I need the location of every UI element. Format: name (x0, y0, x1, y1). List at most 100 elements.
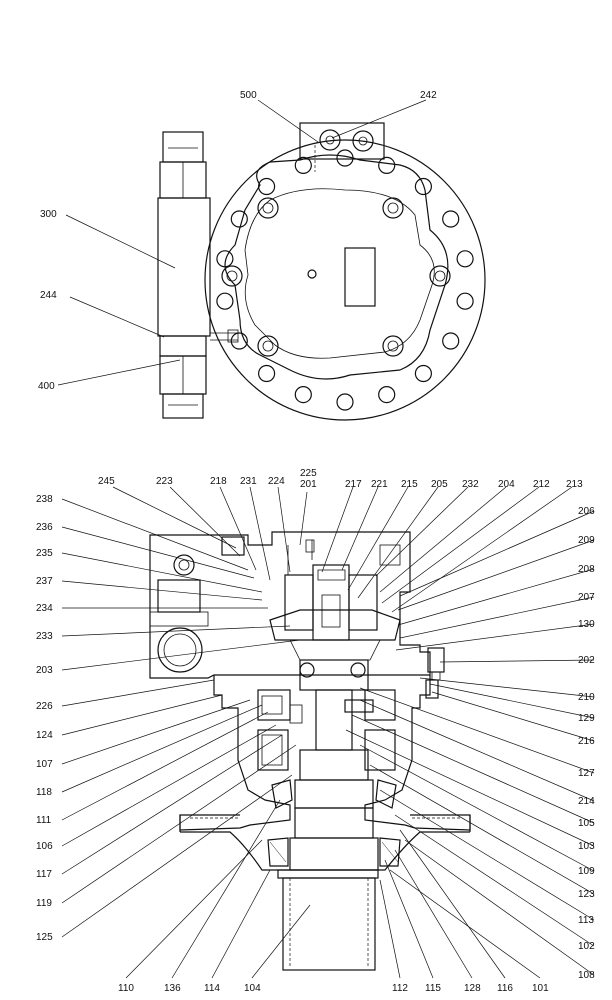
section-right-labels: 206 209 208 207 130 202 210 129 216 127 … (578, 506, 595, 981)
part-label: 105 (578, 818, 595, 829)
housing-bolt-head (387, 340, 399, 352)
section-view-leaders (61, 486, 595, 979)
part-label: 210 (578, 692, 595, 703)
part-label: 217 (345, 479, 362, 490)
part-label: 202 (578, 655, 595, 666)
part-label: 102 (578, 941, 595, 952)
part-label: 203 (36, 665, 53, 676)
part-label: 214 (578, 796, 595, 807)
part-label: 245 (98, 476, 115, 487)
part-label: 101 (532, 983, 549, 994)
part-label: 129 (578, 713, 595, 724)
part-label: 224 (268, 476, 285, 487)
part-label: 213 (566, 479, 583, 490)
part-label: 103 (578, 841, 595, 852)
part-label: 208 (578, 564, 595, 575)
part-label: 113 (578, 915, 594, 926)
part-label: 109 (578, 866, 595, 877)
part-label: 127 (578, 768, 595, 779)
part-label: 244 (40, 290, 57, 301)
part-label: 216 (578, 736, 595, 747)
part-label: 225 (300, 468, 317, 479)
part-label: 206 (578, 506, 595, 517)
part-label: 123 (578, 889, 595, 900)
flange-bolt-hole (258, 177, 276, 196)
part-label: 207 (578, 592, 595, 603)
flange-bolt-hole (336, 393, 354, 411)
housing-bolt-head (262, 202, 274, 214)
part-label: 231 (240, 476, 257, 487)
part-label: 205 (431, 479, 448, 490)
part-label: 226 (36, 701, 53, 712)
housing-bolt (382, 197, 404, 219)
part-label: 233 (36, 631, 53, 642)
part-label: 111 (36, 815, 52, 826)
part-label: 110 (118, 983, 134, 994)
part-label: 130 (578, 619, 595, 630)
part-label: 223 (156, 476, 173, 487)
flange-bolt-hole (258, 364, 276, 383)
part-label: 218 (210, 476, 227, 487)
flange-bolt-hole (294, 386, 312, 404)
part-label: 107 (36, 759, 53, 770)
part-label: 119 (36, 898, 52, 909)
part-label: 215 (401, 479, 418, 490)
part-label: 204 (498, 479, 515, 490)
part-label: 234 (36, 603, 53, 614)
housing-bolt-head (434, 270, 446, 282)
flange-bolt-hole (456, 292, 474, 310)
housing-bolt (221, 265, 243, 287)
housing-bolt-head (226, 270, 238, 282)
top-view-leaders (57, 99, 427, 386)
part-label: 235 (36, 548, 53, 559)
section-view-drawing (149, 531, 471, 971)
part-label: 124 (36, 730, 53, 741)
section-left-labels: 238 236 235 237 234 233 203 226 124 107 … (36, 494, 53, 943)
flange-bolt-hole (442, 210, 460, 228)
housing-bolt (257, 335, 279, 357)
part-label: 242 (420, 90, 437, 101)
flange-bolt-hole (378, 156, 396, 174)
flange-bolt-hole (294, 156, 312, 174)
flange-bolt-hole (414, 364, 432, 383)
part-label: 114 (204, 983, 220, 994)
part-label: 237 (36, 576, 53, 587)
top-view-drawing (157, 122, 486, 421)
housing-bolt (382, 335, 404, 357)
housing-bolt-head (387, 202, 399, 214)
part-label: 112 (392, 983, 408, 994)
part-label: 125 (36, 932, 53, 943)
top-view-labels: 500 242 300 244 400 (38, 90, 437, 392)
part-label: 201 (300, 479, 317, 490)
part-label: 221 (371, 479, 388, 490)
flange-bolt-hole (442, 332, 460, 350)
housing-bolt-head (262, 340, 274, 352)
flange-bolt-hole (216, 292, 234, 310)
housing-bolt (429, 265, 451, 287)
part-label: 212 (533, 479, 550, 490)
part-label: 108 (578, 970, 595, 981)
section-bottom-labels: 110 136 114 104 112 115 128 116 101 (118, 983, 549, 994)
part-label: 117 (36, 869, 52, 880)
section-top-labels: 245 223 218 231 224 225 201 217 221 215 … (98, 468, 583, 490)
flange-bolt-hole (414, 177, 432, 196)
part-label: 209 (578, 535, 595, 546)
flange-bolt-hole (456, 250, 474, 268)
part-label: 104 (244, 983, 261, 994)
housing-bolt (257, 197, 279, 219)
flange-bolt-hole (378, 386, 396, 404)
part-label: 238 (36, 494, 53, 505)
flange-bolt-hole (336, 149, 354, 167)
part-label: 116 (497, 983, 513, 994)
part-label: 236 (36, 522, 53, 533)
part-label: 118 (36, 787, 52, 798)
part-label: 106 (36, 841, 53, 852)
part-label: 500 (240, 90, 257, 101)
part-label: 232 (462, 479, 479, 490)
flange-bolt-hole (230, 210, 248, 228)
part-label: 115 (425, 983, 441, 994)
part-label: 300 (40, 209, 57, 220)
part-label: 136 (164, 983, 181, 994)
